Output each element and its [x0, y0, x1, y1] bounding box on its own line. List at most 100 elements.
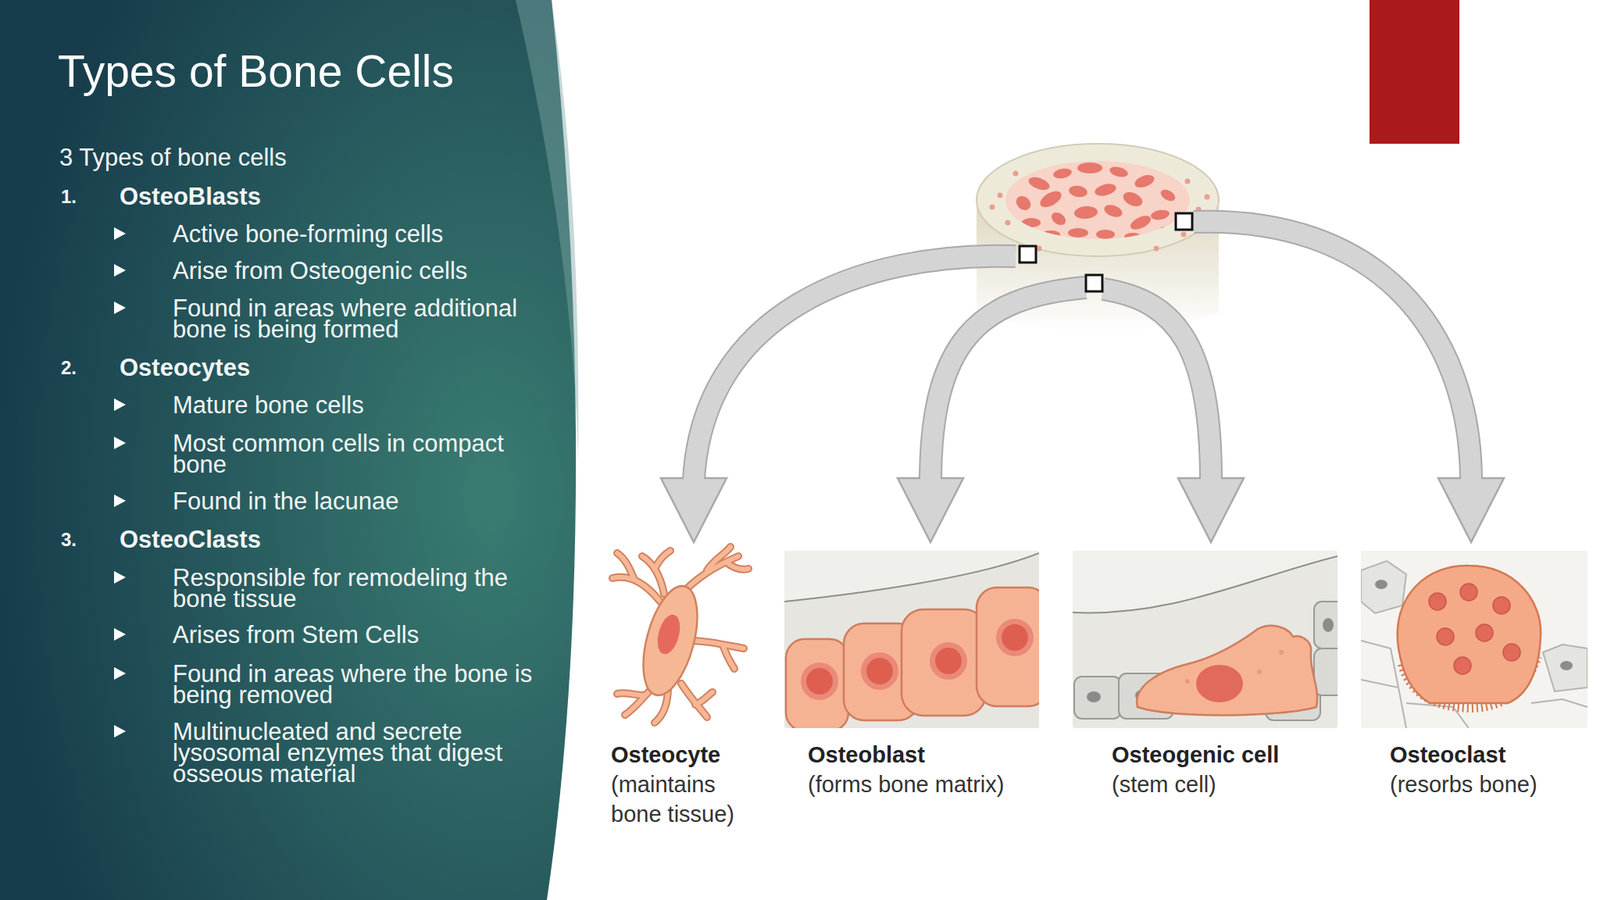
- osteon-dot: [1204, 194, 1211, 200]
- nuclei: [1428, 583, 1521, 675]
- nucleus: [996, 618, 1034, 657]
- cell-caption: Osteoblast(forms bone matrix): [807, 739, 1039, 800]
- cell-role: (resorbs bone): [1389, 769, 1592, 800]
- list-number: 3.: [60, 528, 77, 550]
- osteon-dot: [1036, 246, 1043, 252]
- granule: [1257, 669, 1262, 675]
- trabecula: [1093, 182, 1118, 199]
- nucleus: [1436, 628, 1454, 646]
- cell-panel: Osteoclast(resorbs bone): [1360, 546, 1596, 836]
- side-panel: [0, 0, 576, 900]
- cell-name: Osteoclast: [1389, 739, 1592, 770]
- trabecula: [1121, 189, 1145, 209]
- bullet-text: Responsible for remodeling the bone tiss…: [172, 567, 564, 610]
- bullet-triangle: [114, 725, 126, 738]
- cell-role: (maintains bone tissue): [610, 769, 756, 829]
- cell-name: Osteoblast: [807, 739, 1039, 770]
- osteogenic-illustration: [1072, 550, 1338, 729]
- bullet-text: Found in areas where the bone is being r…: [172, 663, 564, 706]
- bullet-triangle: [114, 494, 126, 508]
- cell-caption: Osteoclast(resorbs bone): [1389, 739, 1592, 800]
- cell-process-outline: [612, 546, 749, 723]
- trabecula: [1132, 172, 1156, 190]
- cell-role: (forms bone matrix): [807, 769, 1039, 800]
- lining-cell: [1074, 676, 1122, 719]
- nucleus: [1475, 624, 1493, 642]
- trabecula: [1041, 230, 1061, 239]
- bone-cell: [1542, 644, 1588, 692]
- bullet-text: Found in areas where additional bone is …: [172, 297, 564, 340]
- cell-body: [1136, 625, 1318, 716]
- lining-cells: [1074, 601, 1338, 721]
- cell-type-heading: OsteoClasts: [119, 528, 261, 550]
- trabecula: [1128, 213, 1153, 233]
- panel-highlight: [515, 0, 579, 461]
- nucleus: [1428, 592, 1447, 611]
- trabecula: [1159, 225, 1176, 236]
- spongy-bone: [1005, 160, 1190, 240]
- nucleus: [1375, 579, 1388, 590]
- nucleus: [860, 652, 899, 690]
- bullet-text: Arise from Osteogenic cells: [172, 260, 564, 282]
- osteocyte-illustration: [612, 546, 749, 723]
- cell-type-heading: OsteoBlasts: [119, 185, 261, 208]
- trabecula: [1026, 175, 1051, 193]
- sample-squares: [1019, 213, 1193, 292]
- bullet-text: Found in the lacunae: [172, 490, 564, 512]
- nucleus: [1560, 660, 1573, 671]
- matrix-line: [1072, 556, 1338, 613]
- nucleus: [1196, 664, 1243, 703]
- trabecula: [1049, 210, 1068, 229]
- trabecula: [1150, 208, 1171, 222]
- osteon-dot: [1013, 171, 1019, 177]
- nucleus: [1503, 643, 1521, 661]
- cell-body: [632, 580, 708, 702]
- sample-square: [1019, 246, 1036, 263]
- bullet-text: Multinucleated and secrete lysosomal enz…: [172, 721, 564, 785]
- trabecula: [1067, 228, 1089, 238]
- trabecula: [1067, 184, 1089, 199]
- osteon-dot: [1153, 246, 1160, 252]
- nuclei: [800, 618, 1034, 700]
- arrow-head: [897, 478, 964, 543]
- trabecula: [1102, 202, 1124, 219]
- nucleus: [1453, 657, 1472, 675]
- bullet-text: Arises from Stem Cells: [172, 624, 564, 646]
- nucleolus: [935, 647, 962, 675]
- bullet-text: Most common cells in compact bone: [172, 432, 564, 475]
- arrow-outline: [693, 256, 1016, 480]
- osteon-dot: [989, 204, 996, 211]
- arrow-body: [930, 287, 1086, 480]
- cell-caption: Osteocyte(maintains bone tissue): [610, 739, 756, 829]
- osteon-dot: [997, 192, 1004, 199]
- trabecula: [1124, 232, 1142, 241]
- bullet-triangle: [114, 264, 126, 277]
- osteon-dot: [1181, 232, 1187, 238]
- nucleolus: [1001, 624, 1029, 651]
- nucleolus: [866, 657, 893, 685]
- bullet-text: Active bone-forming cells: [172, 223, 564, 245]
- cell-body: [901, 609, 986, 716]
- arrow-body: [1193, 221, 1472, 480]
- trabecula: [1037, 188, 1065, 211]
- cell-panel: Osteocyte(maintains bone tissue): [607, 546, 764, 836]
- nucleus: [1460, 583, 1478, 601]
- nucleus: [1322, 617, 1334, 633]
- osteon-dot: [1185, 178, 1191, 185]
- trabecula: [1077, 162, 1103, 174]
- accent-bar: [1369, 0, 1460, 144]
- osteon-dot: [1005, 220, 1011, 226]
- bullet-triangle: [114, 398, 126, 411]
- cell-type-heading: Osteocytes: [119, 357, 250, 379]
- bone-cell: [1360, 560, 1407, 614]
- trabecula: [1158, 187, 1177, 204]
- cell-panel: Osteoblast(forms bone matrix): [784, 546, 1043, 836]
- cell-process: [612, 546, 749, 723]
- bullet-text: Mature bone cells: [172, 394, 564, 416]
- trabecula: [1096, 229, 1115, 240]
- osteoblast-illustration: [784, 550, 1040, 729]
- granule: [1278, 650, 1284, 655]
- bullet-triangle: [114, 571, 126, 584]
- osteoclast-illustration: [1360, 550, 1588, 729]
- intro-text: 3 Types of bone cells: [59, 146, 287, 168]
